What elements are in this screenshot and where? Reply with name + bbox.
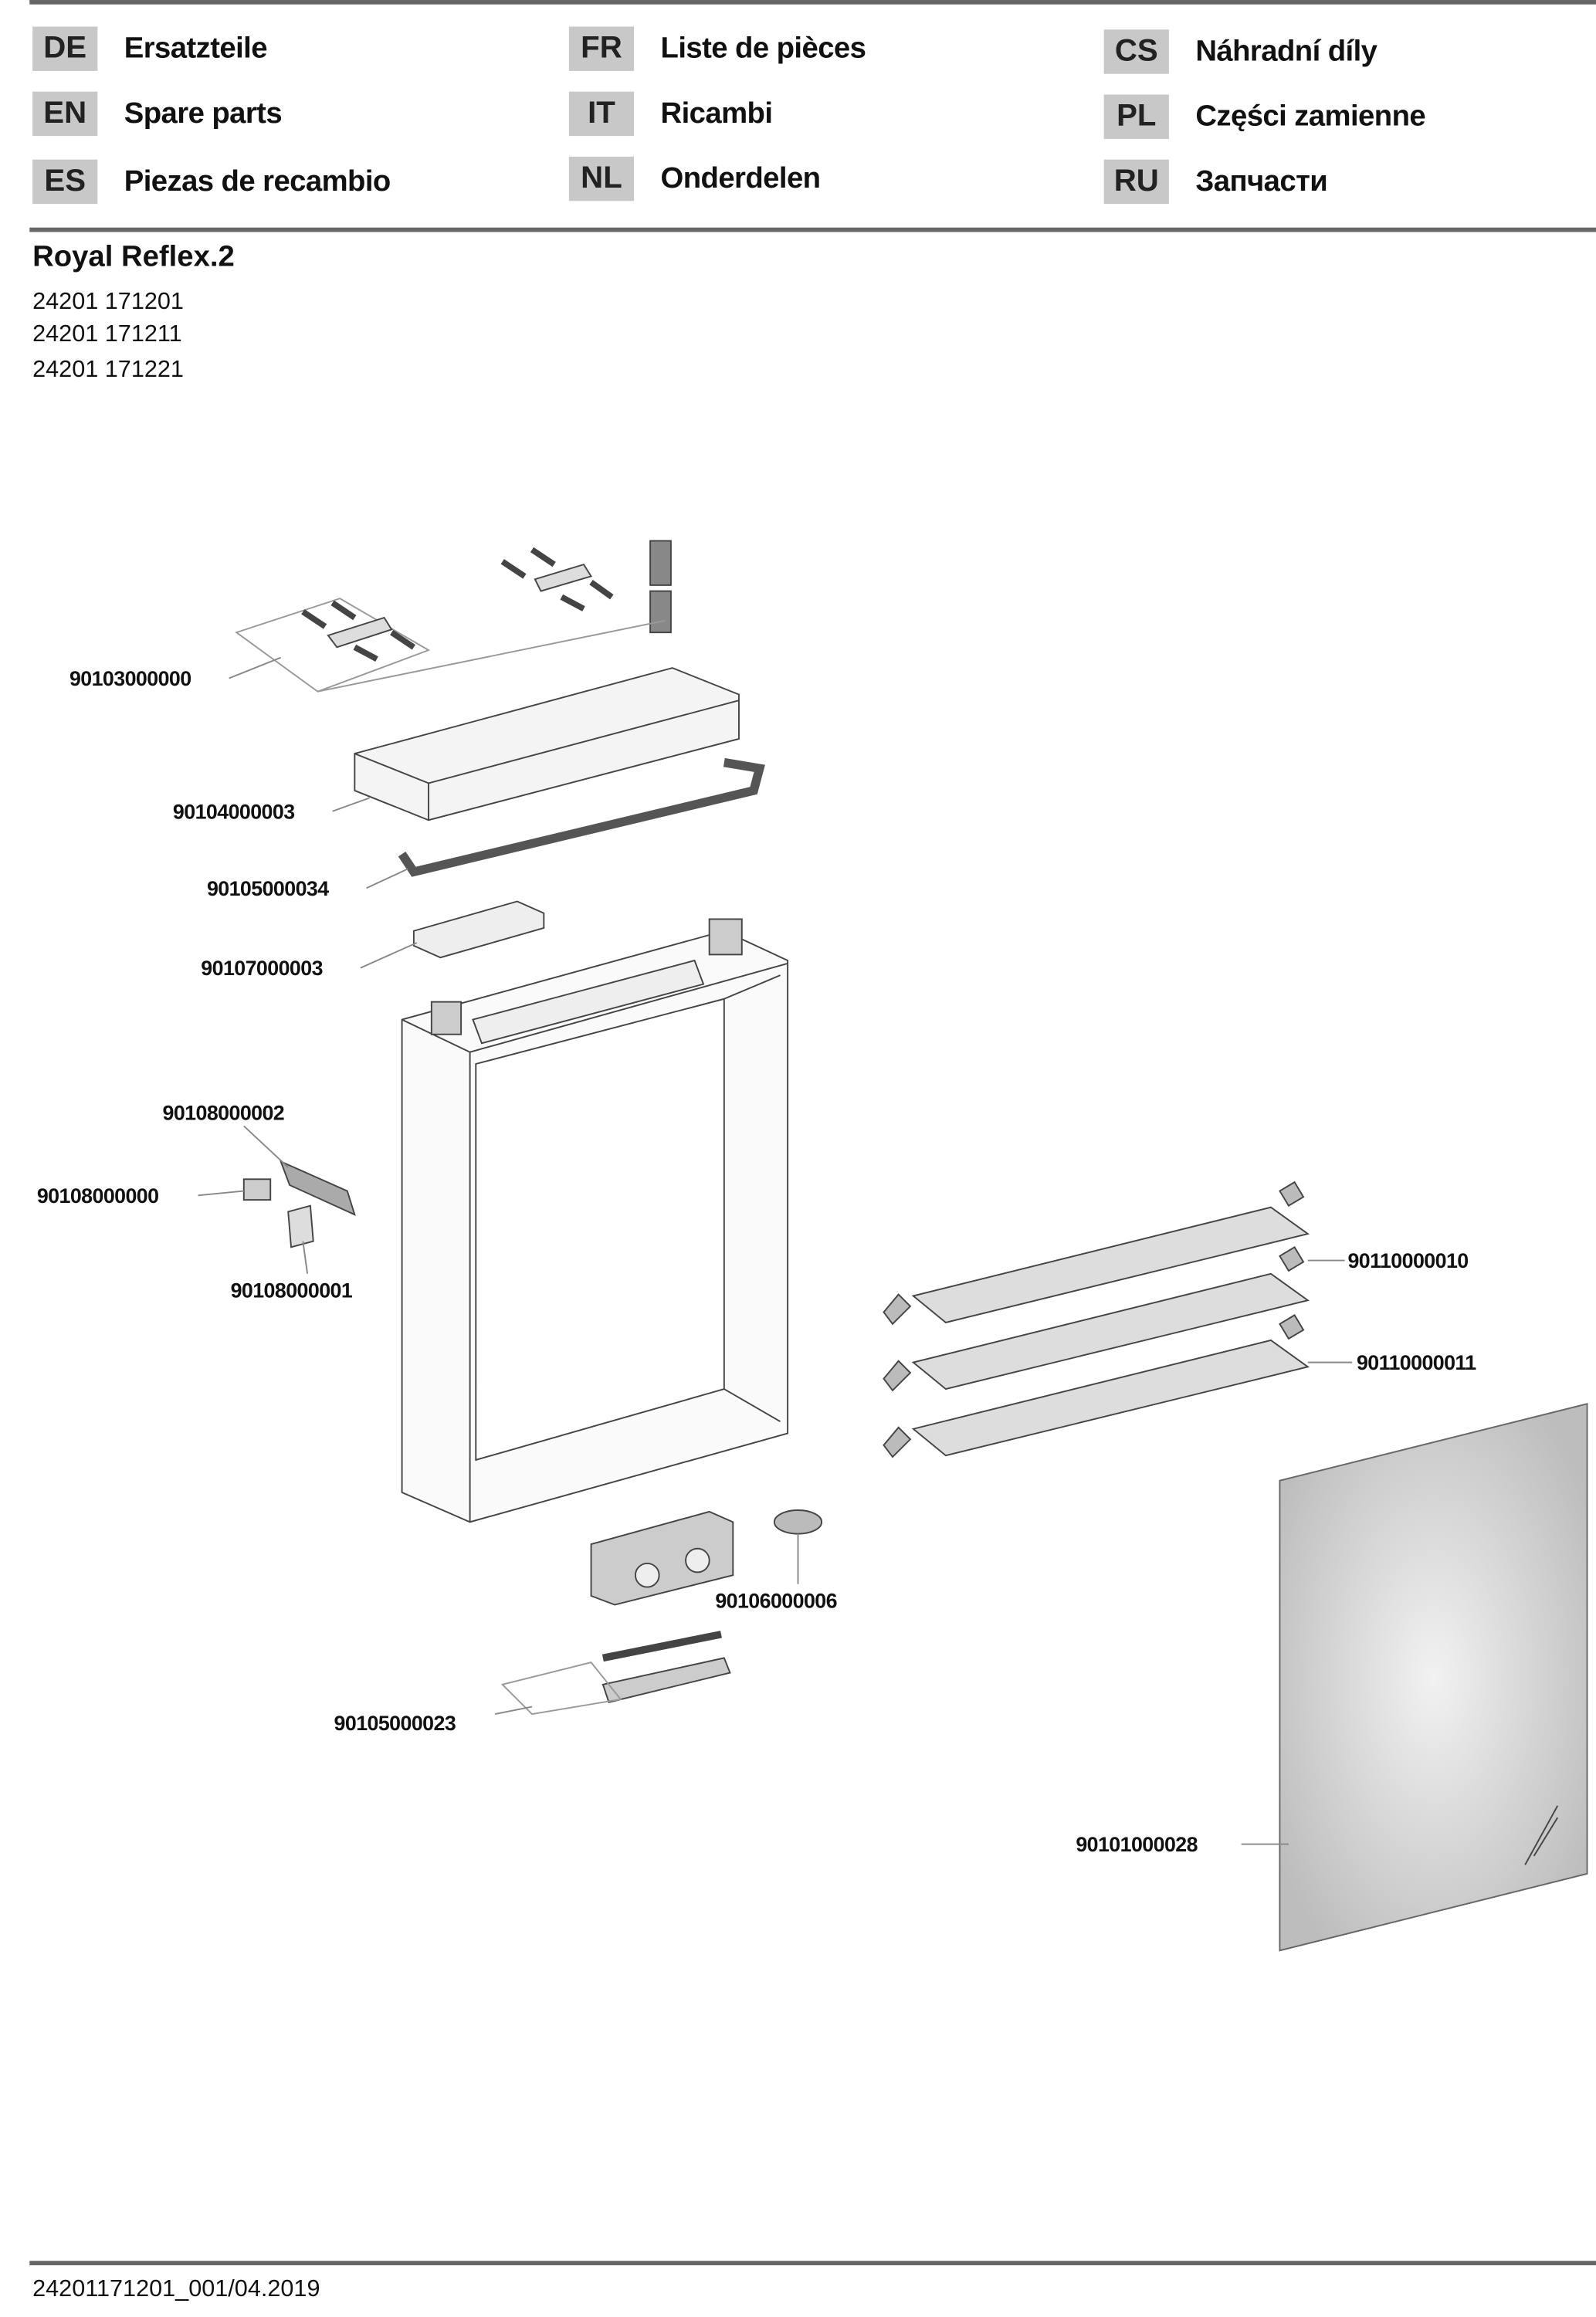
part-number-shelf-support: 90110000010 <box>1347 1248 1469 1272</box>
lang-code: PL <box>1103 94 1169 139</box>
header-divider <box>29 227 1596 232</box>
part-number-hinge-cap: 90108000000 <box>36 1184 159 1208</box>
article-number: 24201 171201 <box>32 290 184 315</box>
lang-en: EN Spare parts <box>32 91 283 137</box>
lang-ru: RU Запчасти <box>1103 159 1328 205</box>
lang-code: IT <box>568 91 635 137</box>
mirror-door-drawing <box>1279 1402 1588 1952</box>
hinge-drawing <box>242 1160 356 1248</box>
lang-label: Onderdelen <box>660 161 822 195</box>
lang-label: Ersatzteile <box>124 32 268 65</box>
lang-label: Ricambi <box>660 97 773 130</box>
footer-divider <box>29 2261 1596 2266</box>
part-number-mirror-door: 90101000028 <box>1076 1832 1198 1856</box>
article-number: 24201 171211 <box>32 322 182 347</box>
lang-code: RU <box>1103 159 1169 205</box>
lang-label: Náhradní díly <box>1195 34 1377 68</box>
lang-code: EN <box>32 91 98 137</box>
glass-shelves-drawing <box>883 1181 1310 1458</box>
part-number-top-cover: 90104000003 <box>172 799 295 824</box>
bottom-light-drawing <box>500 1631 731 1716</box>
part-number-led-strip: 90105000034 <box>206 876 329 900</box>
article-number: 24201 171221 <box>32 357 184 383</box>
lang-label: Запчасти <box>1195 164 1328 198</box>
lang-cs: CS Náhradní díly <box>1103 29 1377 74</box>
leader-lines <box>198 656 1353 1845</box>
lang-label: Liste de pièces <box>660 32 866 65</box>
switch-box-drawing <box>590 1509 823 1606</box>
lang-es: ES Piezas de recambio <box>32 159 391 205</box>
lang-nl: NL Onderdelen <box>568 156 822 202</box>
lang-code: CS <box>1103 29 1169 74</box>
lang-code: FR <box>568 26 635 71</box>
lang-pl: PL Części zamienne <box>1103 94 1426 139</box>
part-number-bottom-light: 90105000023 <box>334 1711 456 1735</box>
lang-fr: FR Liste de pièces <box>568 26 866 71</box>
part-number-hinge-clip: 90108000001 <box>230 1278 353 1302</box>
lang-code: NL <box>568 156 635 202</box>
top-divider <box>29 0 1596 5</box>
mounting-kit-drawing <box>235 540 672 693</box>
part-number-driver: 90107000003 <box>201 956 323 980</box>
lang-code: DE <box>32 26 98 71</box>
product-name: Royal Reflex.2 <box>32 240 235 274</box>
lang-label: Spare parts <box>124 97 283 130</box>
document-reference: 24201171201_001/04.2019 <box>32 2277 320 2302</box>
top-cover-drawing <box>354 667 740 821</box>
part-number-switch: 90106000006 <box>715 1588 837 1613</box>
led-strip-drawing <box>398 757 765 877</box>
part-number-mounting-kit: 90103000000 <box>69 666 191 690</box>
lang-label: Części zamienne <box>1195 100 1426 133</box>
lang-it: IT Ricambi <box>568 91 773 137</box>
part-number-hinge: 90108000002 <box>162 1100 285 1125</box>
cabinet-drawing <box>401 918 789 1523</box>
lang-label: Piezas de recambio <box>124 164 391 198</box>
driver-drawing <box>412 900 545 959</box>
part-number-glass-shelf: 90110000011 <box>1356 1350 1476 1374</box>
lang-de: DE Ersatzteile <box>32 26 268 71</box>
lang-code: ES <box>32 159 98 205</box>
